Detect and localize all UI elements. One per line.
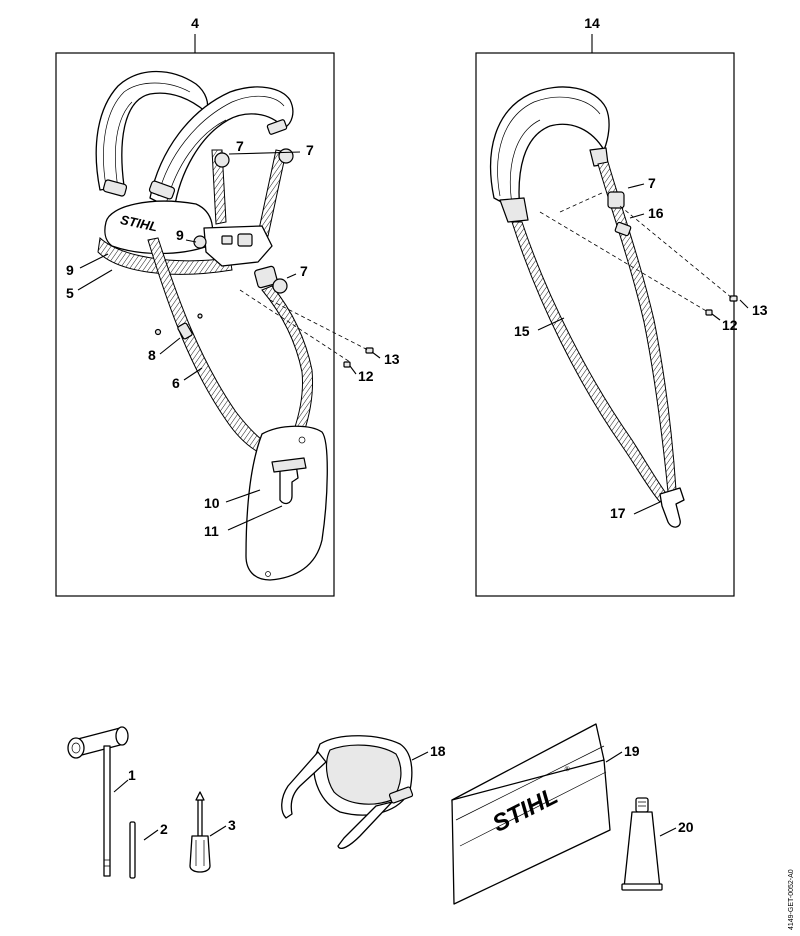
shoulder-strap-frame	[475, 52, 735, 597]
label-17: 17	[610, 505, 626, 521]
label-11: 11	[204, 523, 219, 539]
label-18: 18	[430, 743, 446, 759]
shoulder-strap-group: 14 7 16 15 12 13 17	[475, 15, 768, 597]
label-8: 8	[148, 347, 156, 363]
label-15: 15	[514, 323, 530, 339]
hook-17	[659, 487, 685, 528]
buckle-7-b	[278, 148, 294, 164]
strap-right	[261, 285, 313, 433]
label-6: 6	[172, 375, 180, 391]
label-13-b: 13	[752, 302, 768, 318]
tools-group: 1 2 3 18 STIHL ®	[67, 723, 694, 905]
screwdriver-3	[189, 791, 211, 873]
label-4: 4	[191, 15, 199, 31]
safety-glasses-18	[281, 735, 414, 850]
combination-wrench-1	[67, 726, 129, 877]
waist-belt	[97, 237, 233, 275]
hook-11	[279, 463, 299, 505]
buckle-7-a	[214, 152, 230, 168]
pad-buckle-right	[148, 180, 176, 200]
label-9-a: 9	[66, 262, 74, 278]
label-14: 14	[584, 15, 600, 31]
document-code: 4149-GET-0052-A0	[788, 869, 795, 930]
label-12-b: 12	[722, 317, 738, 333]
shoulder-pad-back	[95, 70, 209, 191]
chest-plate	[203, 225, 273, 267]
harness-group: 4 STIHL	[55, 15, 400, 597]
strap-pad	[489, 86, 610, 213]
label-9-b: 9	[176, 227, 184, 243]
nut-13-right	[729, 295, 738, 302]
label-16: 16	[648, 205, 664, 221]
strap-15	[511, 221, 669, 503]
strap-left-upper	[211, 149, 227, 225]
grease-tube-20	[621, 797, 663, 891]
label-12-a: 12	[358, 368, 374, 384]
buckle-7-c	[272, 278, 288, 294]
label-1: 1	[128, 767, 136, 783]
buckle-7-strap	[607, 191, 625, 209]
pad-buckle-left	[102, 179, 128, 197]
label-3: 3	[228, 817, 236, 833]
label-7-d: 7	[648, 175, 656, 191]
label-5: 5	[66, 285, 74, 301]
label-20: 20	[678, 819, 694, 835]
buckle-7-lower	[254, 265, 278, 289]
label-13-a: 13	[384, 351, 400, 367]
strap-right-upper	[257, 149, 287, 237]
nut-13-left	[365, 347, 374, 354]
adjuster-16	[614, 221, 632, 237]
label-19: 19	[624, 743, 640, 759]
strap-16	[597, 161, 677, 493]
registered-mark: ®	[563, 764, 572, 774]
bolt-12-left	[343, 361, 351, 368]
label-10: 10	[204, 495, 220, 511]
label-7-a: 7	[236, 138, 244, 154]
bolt-12-right	[705, 309, 713, 316]
label-7-b: 7	[306, 142, 314, 158]
adjuster-8	[177, 322, 193, 340]
pin-2	[129, 821, 136, 879]
tool-pouch-19: STIHL ®	[451, 723, 611, 905]
label-2: 2	[160, 821, 168, 837]
label-7-c: 7	[300, 263, 308, 279]
